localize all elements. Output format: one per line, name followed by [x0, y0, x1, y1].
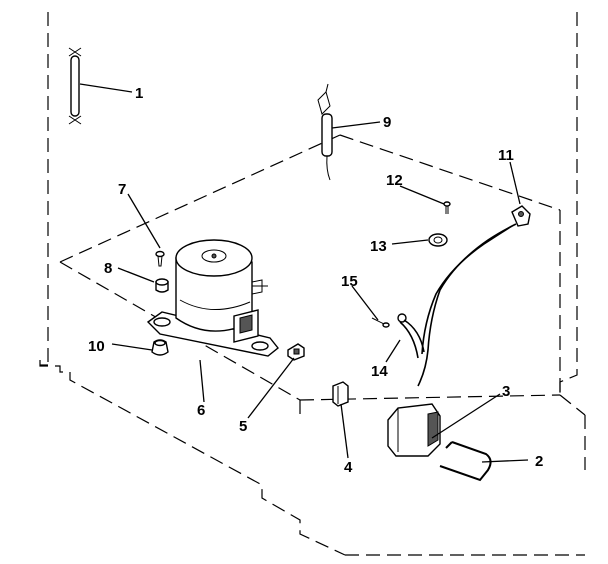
part-10-grommet [151, 339, 169, 356]
part-12-screw [443, 201, 451, 214]
part-11-power-cord [417, 205, 531, 387]
callout-4: 4 [344, 459, 353, 476]
compressor-assembly [146, 239, 279, 357]
callout-8: 8 [104, 260, 112, 277]
callout-6: 6 [197, 402, 205, 419]
callout-9: 9 [383, 114, 391, 131]
part-15-screw [371, 317, 390, 328]
part-13-cord-clamp [428, 233, 448, 247]
callout-3: 3 [502, 383, 510, 400]
callout-7: 7 [118, 181, 126, 198]
part-3-relay [387, 403, 441, 457]
callout-15: 15 [341, 273, 358, 290]
callout-10: 10 [88, 338, 105, 355]
callout-13: 13 [370, 238, 387, 255]
part-5-clip [287, 343, 305, 361]
part-8-grommet [155, 278, 169, 293]
callout-2: 2 [535, 453, 543, 470]
callout-labels: 1 2 3 4 5 6 7 8 9 10 11 12 13 14 15 [88, 85, 543, 476]
part-9-heater-element [317, 83, 333, 181]
part-14-ground-wire [397, 313, 425, 359]
part-7-screw [155, 250, 165, 267]
callout-5: 5 [239, 418, 247, 435]
part-4-relay-plug [332, 381, 349, 407]
callout-1: 1 [135, 85, 143, 102]
cabinet-outline [39, 12, 586, 556]
part-2-bale-clip [439, 441, 492, 482]
callout-12: 12 [386, 172, 403, 189]
callout-11: 11 [498, 147, 514, 164]
leader-lines [79, 83, 529, 463]
callout-14: 14 [371, 363, 388, 380]
part-1-thermostat-tube [68, 47, 82, 125]
